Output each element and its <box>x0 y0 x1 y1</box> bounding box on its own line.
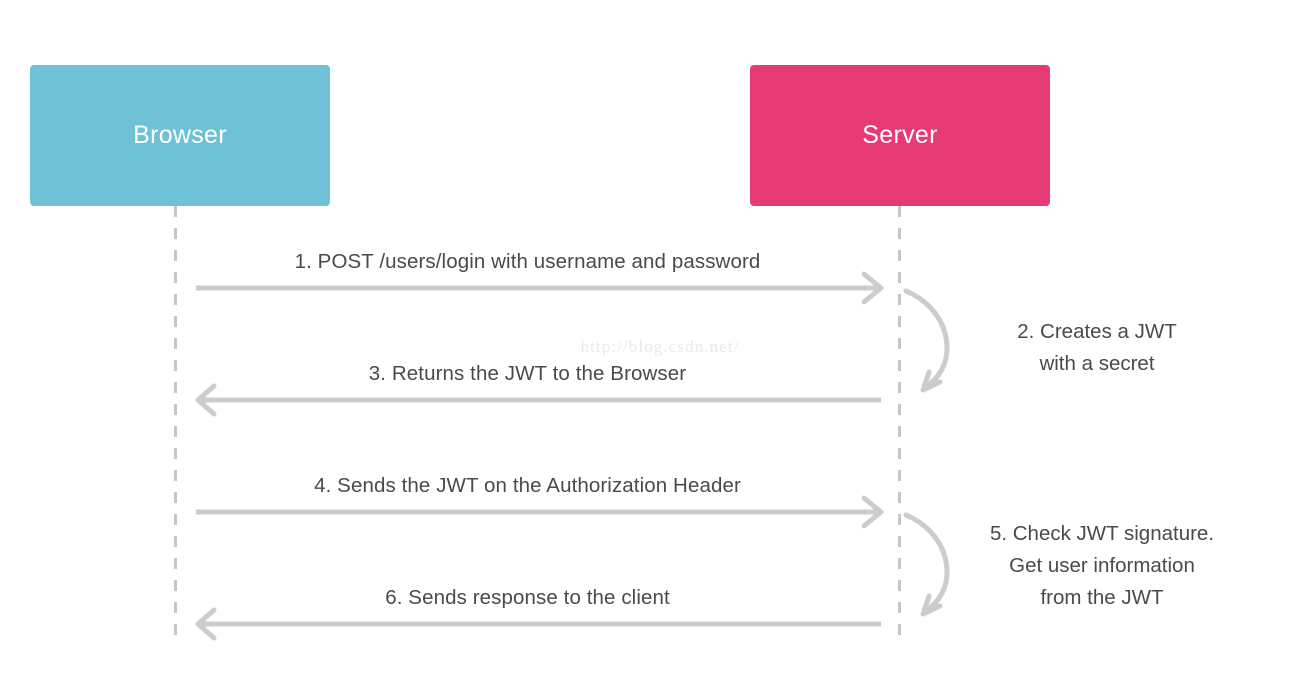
participant-label-browser: Browser <box>133 121 227 149</box>
message-arrow-5-self[interactable] <box>903 512 950 617</box>
message-label-1: 1. POST /users/login with username and p… <box>294 250 761 273</box>
participant-box-server[interactable]: Server <box>750 65 1050 206</box>
message-label-4: 4. Sends the JWT on the Authorization He… <box>314 474 741 497</box>
message-label-6: 6. Sends response to the client <box>385 586 670 609</box>
participant-box-browser[interactable]: Browser <box>30 65 330 206</box>
message-arrow-6[interactable] <box>195 607 881 641</box>
message-label-5: 5. Check JWT signature. Get user informa… <box>989 522 1215 609</box>
lifeline-browser <box>174 206 177 636</box>
message-arrow-3[interactable] <box>195 383 881 417</box>
message-arrow-4[interactable] <box>196 495 884 529</box>
message-arrow-1[interactable] <box>196 271 884 305</box>
watermark-text: http://blog.csdn.net/ <box>580 337 740 356</box>
message-label-2: 2. Creates a JWT with a secret <box>1017 320 1177 375</box>
message-arrow-2-self[interactable] <box>903 288 950 393</box>
participant-label-server: Server <box>862 121 938 149</box>
lifeline-server <box>898 206 901 636</box>
message-label-3: 3. Returns the JWT to the Browser <box>368 362 687 385</box>
